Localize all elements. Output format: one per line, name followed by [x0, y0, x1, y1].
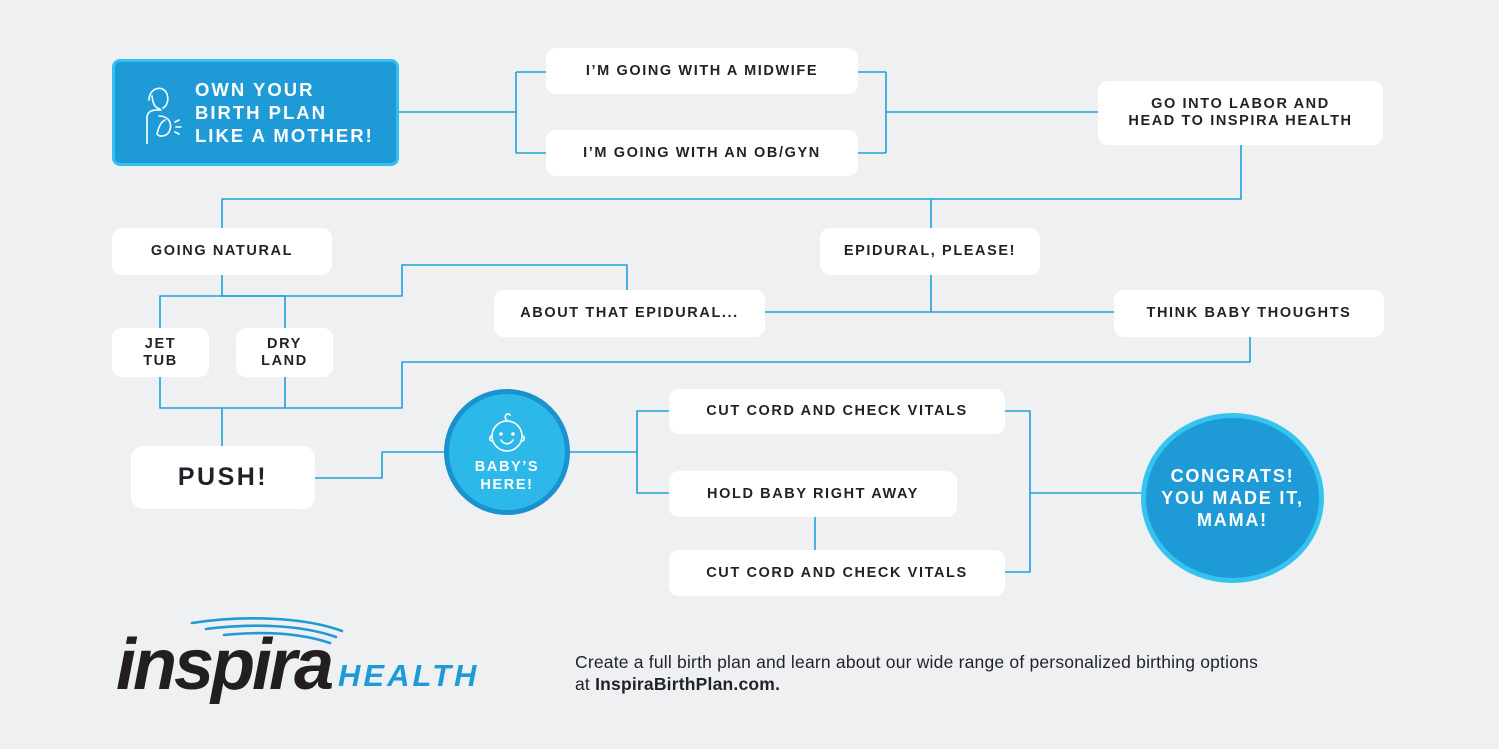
- connector-epidural-split: [765, 275, 1114, 313]
- congrats-line-1: CONGRATS!: [1170, 466, 1295, 486]
- congrats-line-3: MAMA!: [1197, 510, 1268, 530]
- baby-here-circle: BABY’S HERE!: [444, 389, 570, 515]
- hero-box: OWN YOUR BIRTH PLAN LIKE A MOTHER!: [112, 59, 399, 166]
- hero-line-3: LIKE A MOTHER!: [195, 125, 374, 146]
- jet-tub-line-2: TUB: [143, 352, 178, 369]
- connector-push-to-baby: [315, 451, 446, 479]
- connector-hero-to-providers: [399, 71, 546, 154]
- mother-icon: [146, 87, 182, 144]
- connector-about-to-natural: [221, 264, 628, 297]
- footer-prefix: at: [575, 674, 596, 694]
- footer-line-1: Create a full birth plan and learn about…: [575, 652, 1259, 672]
- labor-line-1: GO INTO LABOR AND: [1151, 96, 1330, 112]
- labor-box: GO INTO LABOR AND HEAD TO INSPIRA HEALTH: [1098, 81, 1383, 145]
- natural-label: GOING NATURAL: [150, 243, 294, 259]
- midwife-box: I’M GOING WITH A MIDWIFE: [546, 48, 858, 94]
- jet-tub-box: JET TUB: [112, 328, 209, 377]
- dry-land-line-2: LAND: [261, 352, 308, 369]
- obgyn-box: I’M GOING WITH AN OB/GYN: [546, 130, 858, 176]
- midwife-label: I’M GOING WITH A MIDWIFE: [585, 62, 819, 79]
- footer-text: Create a full birth plan and learn about…: [575, 651, 1435, 695]
- birth-plan-link[interactable]: InspiraBirthPlan.com.: [595, 674, 781, 694]
- hold-baby-label: HOLD BABY RIGHT AWAY: [707, 485, 919, 502]
- cut-cord-box-2: CUT CORD AND CHECK VITALS: [669, 550, 1005, 596]
- hero-title: OWN YOUR BIRTH PLAN LIKE A MOTHER!: [195, 78, 374, 147]
- connector-labor-to-choices: [221, 145, 1242, 228]
- epidural-label: EPIDURAL, PLEASE!: [843, 243, 1017, 259]
- natural-box: GOING NATURAL: [112, 228, 332, 275]
- labor-line-2: HEAD TO INSPIRA HEALTH: [1128, 113, 1353, 129]
- epidural-box: EPIDURAL, PLEASE!: [820, 228, 1040, 275]
- hero-line-1: OWN YOUR: [195, 79, 315, 100]
- inspira-health-logo: inspira HEALTH: [112, 615, 512, 715]
- hero-line-2: BIRTH PLAN: [195, 102, 328, 123]
- cut-cord-box-1: CUT CORD AND CHECK VITALS: [669, 389, 1005, 434]
- obgyn-label: I’M GOING WITH AN OB/GYN: [583, 144, 821, 161]
- push-box: PUSH!: [131, 446, 315, 509]
- hold-baby-box: HOLD BABY RIGHT AWAY: [669, 471, 957, 517]
- push-label: PUSH!: [177, 463, 269, 491]
- baby-here-label: BABY’S HERE!: [475, 458, 539, 494]
- logo-arcs-icon: [190, 617, 344, 645]
- connector-options-to-push: [159, 377, 286, 446]
- congrats-line-2: YOU MADE IT,: [1161, 488, 1304, 508]
- congrats-circle: CONGRATS! YOU MADE IT, MAMA!: [1141, 413, 1324, 583]
- dry-land-line-1: DRY: [267, 335, 302, 352]
- connector-providers-to-labor: [858, 71, 1098, 154]
- jet-tub-line-1: JET: [144, 335, 177, 352]
- think-baby-box: THINK BABY THOUGHTS: [1114, 290, 1384, 337]
- about-epidural-box: ABOUT THAT EPIDURAL...: [494, 290, 765, 337]
- cut-cord-label-2: CUT CORD AND CHECK VITALS: [706, 564, 968, 581]
- logo-health: HEALTH: [338, 658, 480, 693]
- dry-land-box: DRY LAND: [236, 328, 333, 377]
- baby-line-2: HERE!: [480, 477, 534, 493]
- connector-baby-to-options: [568, 410, 669, 494]
- baby-line-1: BABY’S: [474, 459, 540, 475]
- logo-word: inspira: [116, 625, 334, 705]
- connector-options-to-congrats: [1005, 410, 1144, 573]
- about-epidural-label: ABOUT THAT EPIDURAL...: [520, 305, 739, 321]
- baby-face-icon: [488, 413, 526, 452]
- cut-cord-label-1: CUT CORD AND CHECK VITALS: [706, 403, 968, 419]
- think-baby-label: THINK BABY THOUGHTS: [1146, 305, 1352, 321]
- connector-natural-to-options: [159, 295, 286, 328]
- connector-think-to-push: [285, 337, 1251, 409]
